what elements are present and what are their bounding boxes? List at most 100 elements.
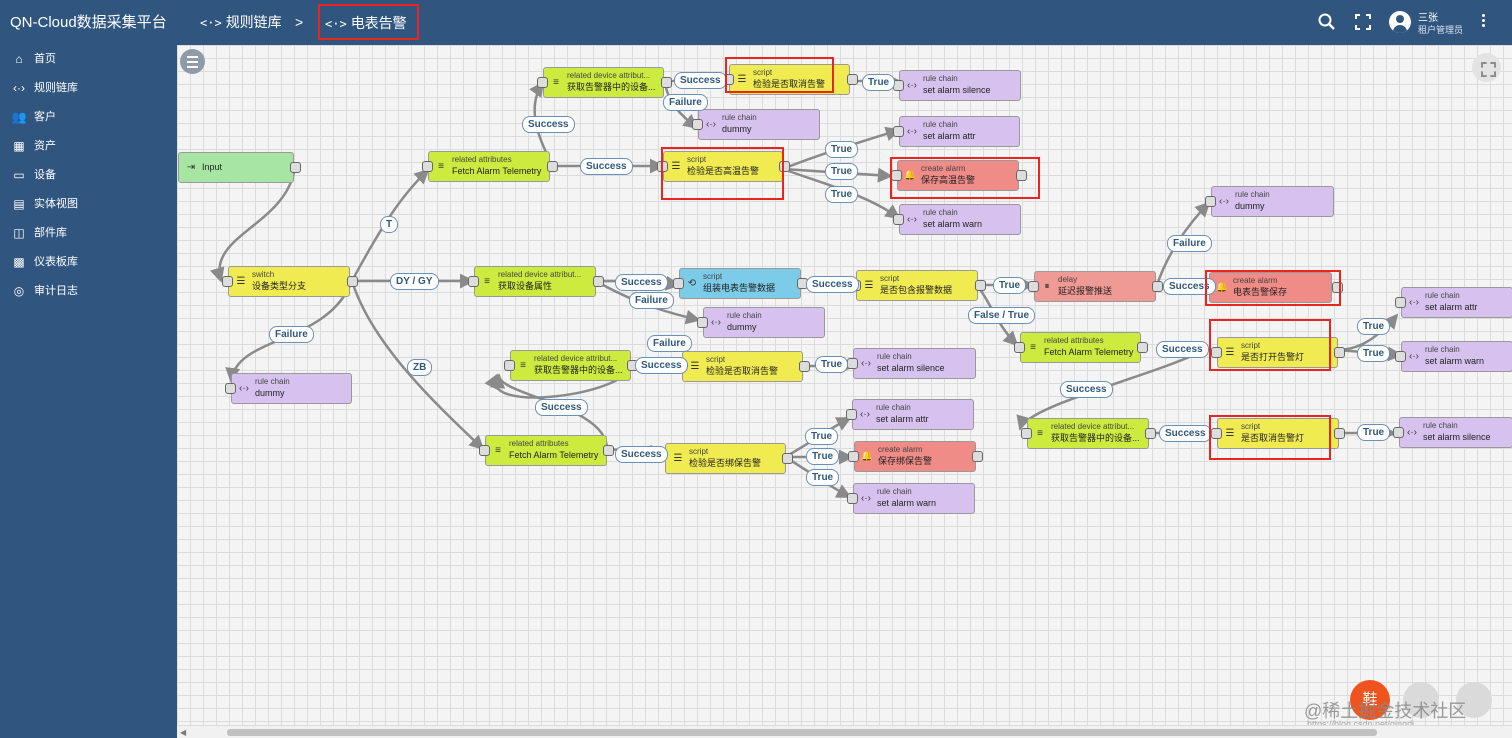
action-fab[interactable]: 鞋 xyxy=(1350,680,1390,720)
node-port[interactable] xyxy=(1016,170,1027,181)
link-label[interactable]: Success xyxy=(615,446,668,463)
save-fab[interactable] xyxy=(1456,682,1492,718)
node-port[interactable] xyxy=(847,74,858,85)
node-port[interactable] xyxy=(547,161,558,172)
link-label[interactable]: Success xyxy=(674,72,727,89)
node-port[interactable] xyxy=(603,445,614,456)
rule-node[interactable]: ≡related device attribut...获取设备属性 xyxy=(474,266,596,297)
node-port[interactable] xyxy=(1211,347,1222,358)
link-label[interactable]: Success xyxy=(615,274,668,291)
node-port[interactable] xyxy=(1014,342,1025,353)
link-label[interactable]: True xyxy=(1357,318,1391,335)
link-label[interactable]: True xyxy=(825,163,859,180)
link-label[interactable]: T xyxy=(380,216,399,233)
breadcrumb-rule-chains[interactable]: <·>规则链库 xyxy=(200,0,282,45)
node-port[interactable] xyxy=(779,161,790,172)
node-port[interactable] xyxy=(422,161,433,172)
node-port[interactable] xyxy=(1395,351,1406,362)
sidebar-item-devices[interactable]: ▭设备 xyxy=(0,161,177,190)
node-port[interactable] xyxy=(893,214,904,225)
node-port[interactable] xyxy=(1334,347,1345,358)
rule-node-input[interactable]: ⇥Input xyxy=(178,152,294,183)
node-port[interactable] xyxy=(1205,196,1216,207)
node-port[interactable] xyxy=(799,361,810,372)
account-circle-icon[interactable] xyxy=(1389,11,1411,33)
link-label[interactable]: Failure xyxy=(1167,235,1212,252)
link-label[interactable]: Success xyxy=(580,158,633,175)
sidebar-item-widgets[interactable]: ◫部件库 xyxy=(0,219,177,248)
link-label[interactable]: Success xyxy=(535,399,588,416)
node-port[interactable] xyxy=(468,276,479,287)
user-name[interactable]: 三张 xyxy=(1418,13,1438,24)
link-label[interactable]: Failure xyxy=(647,335,692,352)
node-port[interactable] xyxy=(593,276,604,287)
link-label[interactable]: True xyxy=(806,469,840,486)
app-title[interactable]: QN-Cloud数据采集平台 xyxy=(10,14,167,31)
sidebar-item-assets[interactable]: ▦资产 xyxy=(0,132,177,161)
node-port[interactable] xyxy=(222,276,233,287)
node-port[interactable] xyxy=(1395,297,1406,308)
node-port[interactable] xyxy=(1145,428,1156,439)
link-label[interactable]: True xyxy=(993,277,1027,294)
sidebar-item-customers[interactable]: 👥客户 xyxy=(11,110,56,124)
link-label[interactable]: DY / GY xyxy=(390,273,439,290)
link-label[interactable]: Failure xyxy=(629,292,674,309)
node-port[interactable] xyxy=(1021,428,1032,439)
node-port[interactable] xyxy=(972,451,983,462)
undo-fab[interactable] xyxy=(1403,682,1439,718)
link-label[interactable]: Failure xyxy=(269,326,314,343)
link-label[interactable]: True xyxy=(815,356,849,373)
fullscreen-icon[interactable] xyxy=(1354,13,1372,31)
node-port[interactable] xyxy=(290,162,301,173)
more-vert-icon[interactable] xyxy=(1478,12,1488,32)
node-port[interactable] xyxy=(1393,427,1404,438)
link-label[interactable]: True xyxy=(825,186,859,203)
node-port[interactable] xyxy=(697,317,708,328)
link-label[interactable]: Success xyxy=(806,276,859,293)
node-port[interactable] xyxy=(661,77,672,88)
rule-node[interactable]: ≡related device attribut...获取告警器中的设备... xyxy=(1027,418,1149,449)
node-port[interactable] xyxy=(537,77,548,88)
node-port[interactable] xyxy=(1028,281,1039,292)
node-port[interactable] xyxy=(1152,281,1163,292)
link-label[interactable]: True xyxy=(806,448,840,465)
link-label[interactable]: False / True xyxy=(968,307,1036,324)
fullscreen-canvas-icon[interactable] xyxy=(1472,53,1501,82)
node-port[interactable] xyxy=(479,445,490,456)
sidebar-item-audit-logs[interactable]: ◎审计日志 xyxy=(0,277,177,306)
link-label[interactable]: True xyxy=(805,428,839,445)
search-icon[interactable] xyxy=(1317,12,1337,32)
node-port[interactable] xyxy=(846,409,857,420)
scroll-left-icon[interactable]: ◀ xyxy=(180,728,187,737)
sidebar-item-rule-chains[interactable]: ‹·›规则链库 xyxy=(13,81,78,95)
node-port[interactable] xyxy=(1334,428,1345,439)
rule-node[interactable]: ≡related device attribut...获取告警器中的设备... xyxy=(543,67,664,98)
node-port[interactable] xyxy=(1332,282,1343,293)
canvas-menu-button[interactable] xyxy=(180,49,205,74)
link-label[interactable]: True xyxy=(1357,424,1391,441)
horizontal-scrollbar[interactable]: ◀ xyxy=(177,725,1512,738)
node-port[interactable] xyxy=(847,358,858,369)
